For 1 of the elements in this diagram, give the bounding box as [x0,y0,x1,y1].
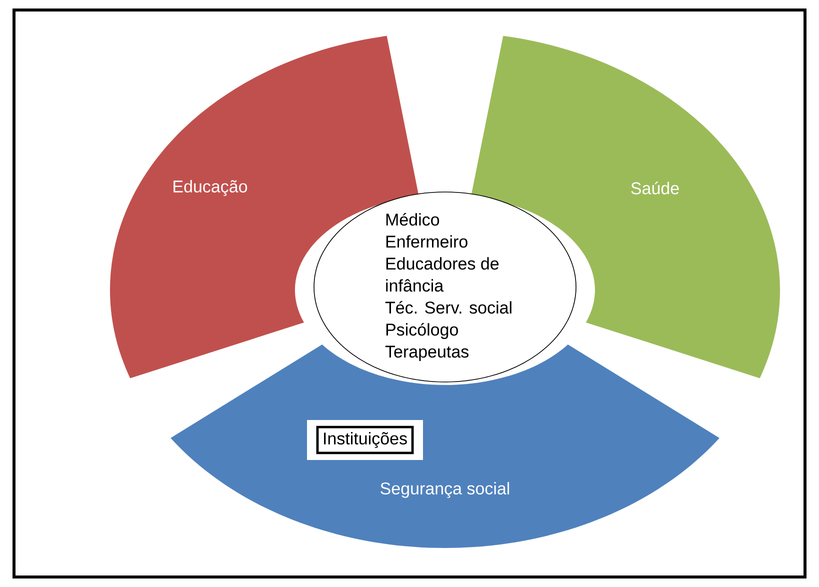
label-box: Instituições [307,420,423,460]
